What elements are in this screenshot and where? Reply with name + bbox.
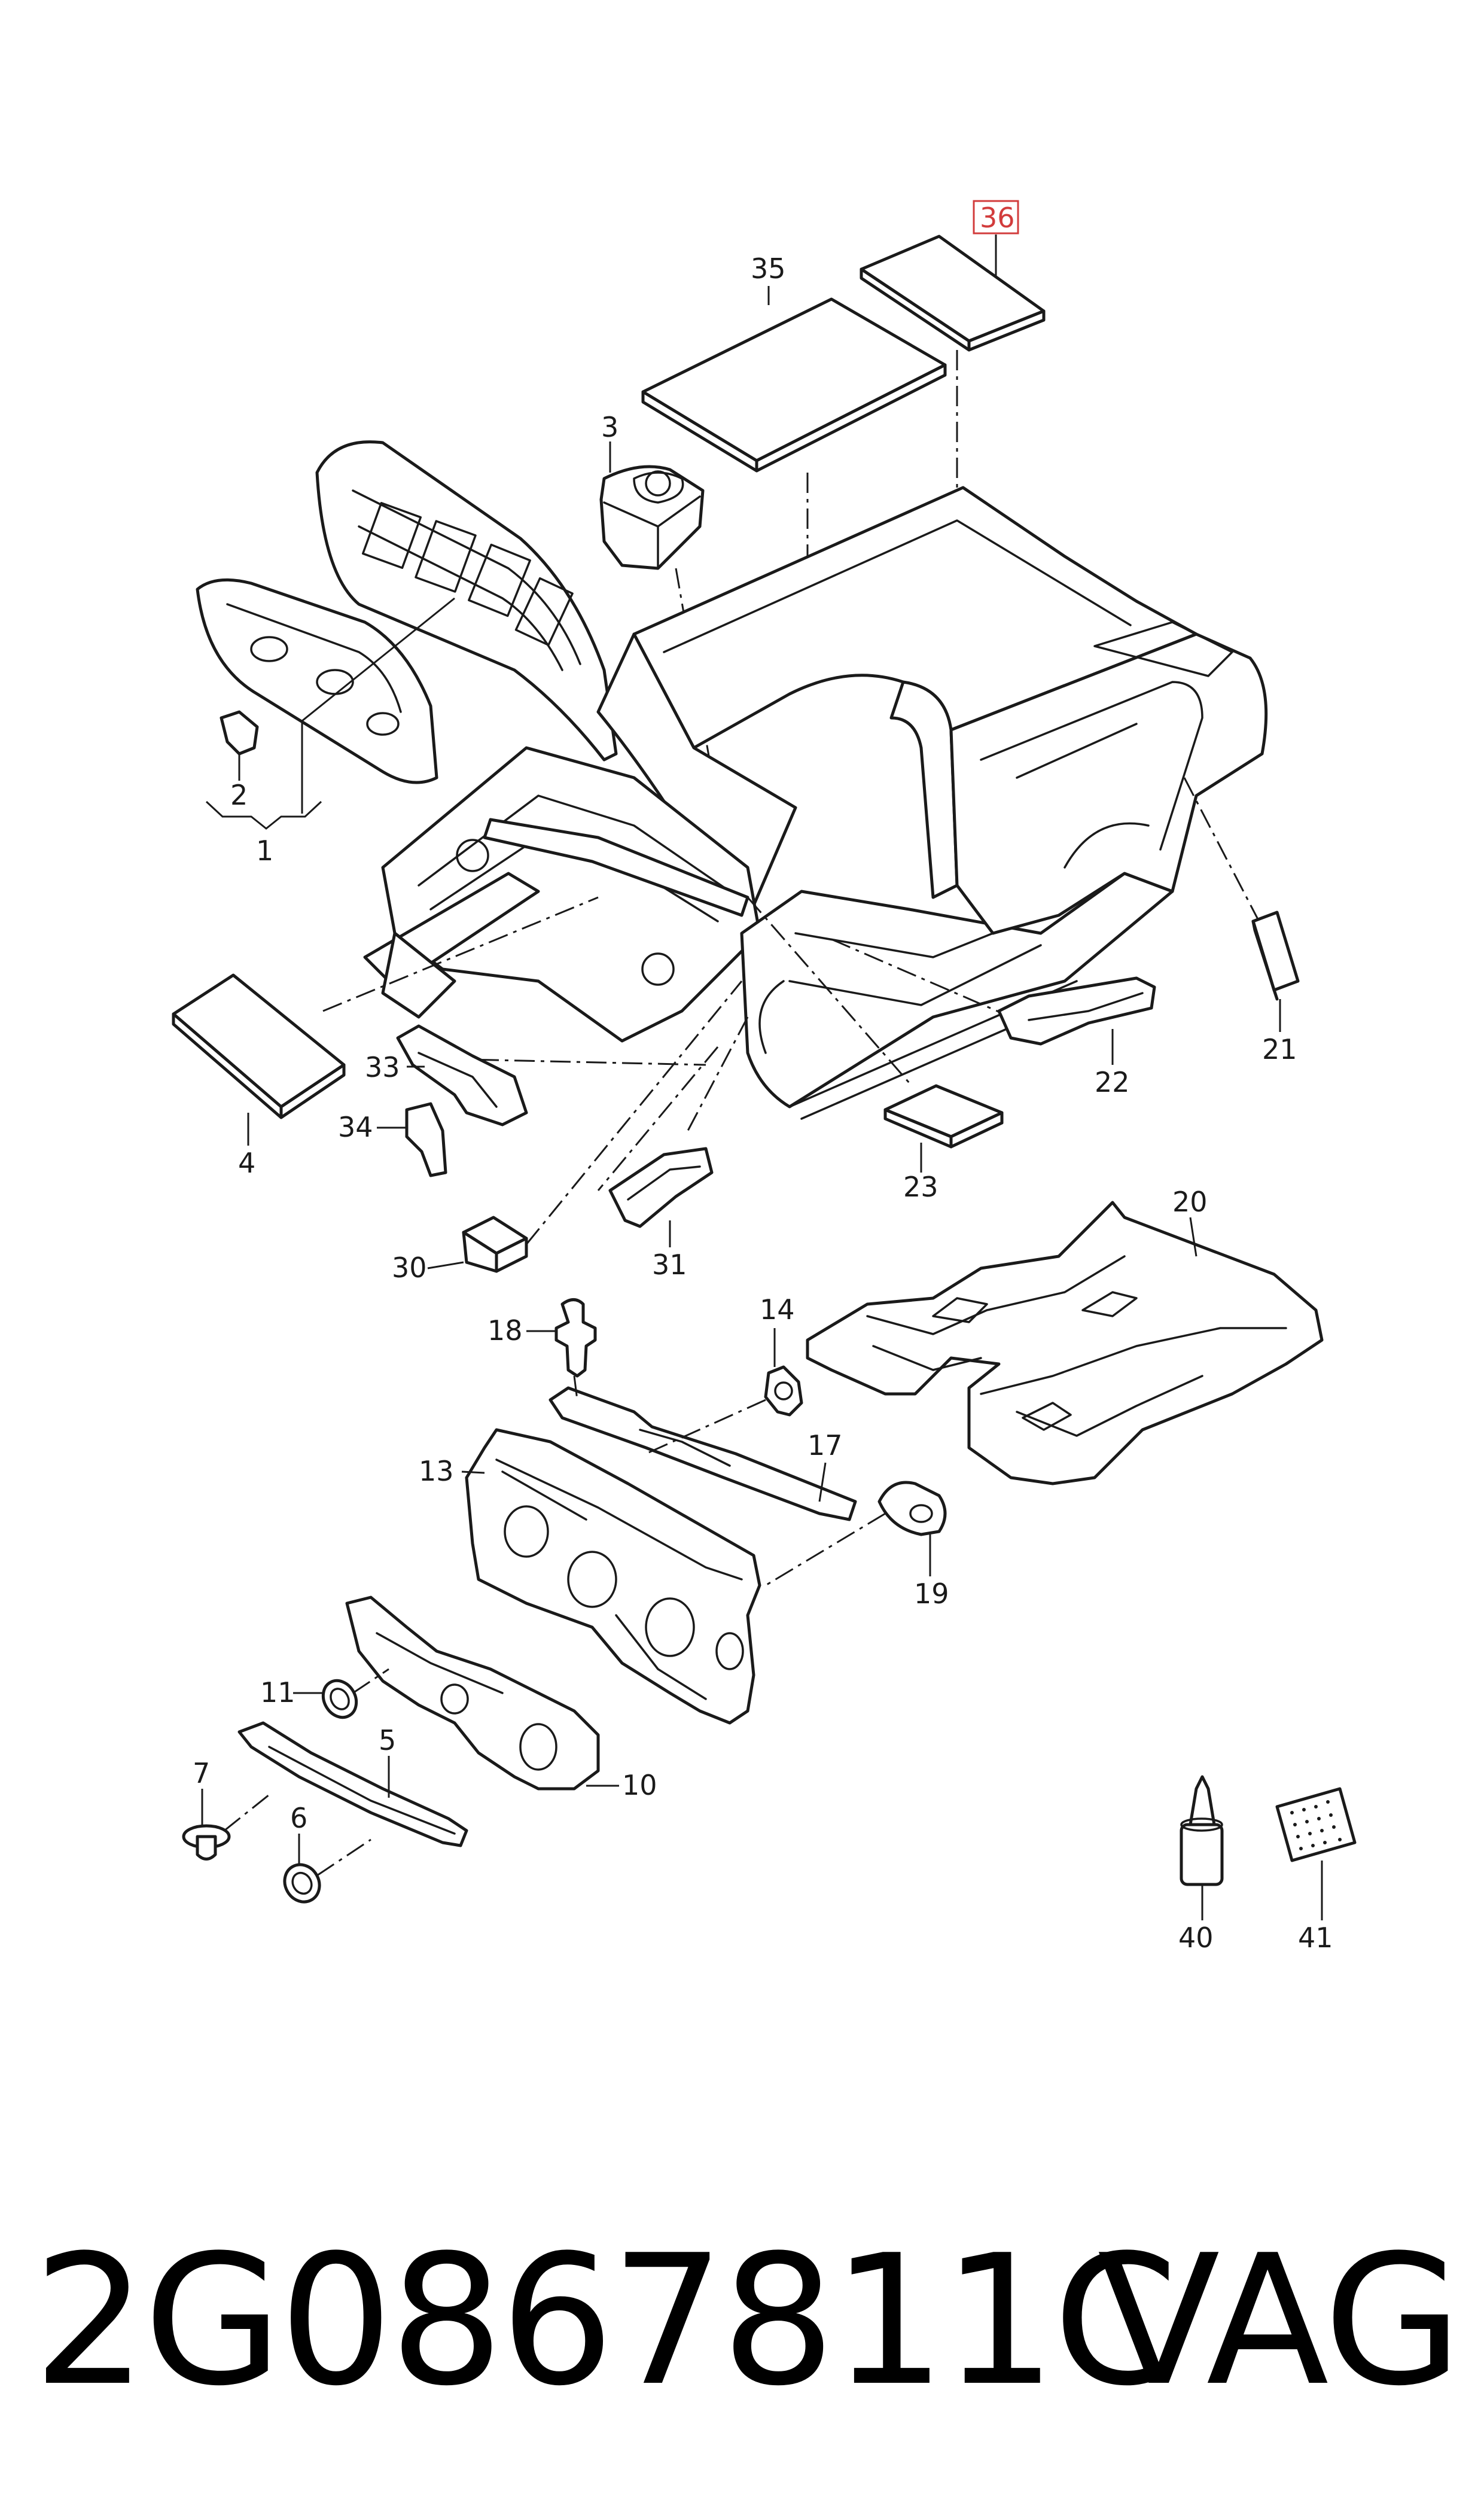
- part-40-bottle: [1180, 1775, 1224, 1886]
- callout-7: 7: [193, 1757, 210, 1789]
- callout-20: 20: [1172, 1186, 1208, 1218]
- callout-1: 1: [256, 835, 273, 867]
- callout-17: 17: [807, 1429, 843, 1462]
- part-13-bulkhead-insulation: [465, 1428, 761, 1725]
- part-19-plug: [877, 1481, 947, 1536]
- callout-4: 4: [238, 1147, 255, 1179]
- part-4-pad: [172, 973, 346, 1119]
- part-31-insulator: [608, 1147, 714, 1228]
- callout-3: 3: [601, 411, 618, 443]
- part-1-hood-insulation: [196, 578, 438, 784]
- callout-18: 18: [487, 1314, 523, 1347]
- part-5-strip: [237, 1721, 468, 1847]
- callout-34: 34: [338, 1111, 373, 1143]
- brand-name: VAG: [1097, 2216, 1462, 2425]
- callout-13: 13: [419, 1455, 454, 1487]
- part-14-grommet: [764, 1365, 803, 1417]
- callout-2: 2: [230, 779, 248, 811]
- part-41-pad: [1275, 1787, 1357, 1862]
- callout-10: 10: [622, 1769, 657, 1801]
- callout-31: 31: [652, 1249, 687, 1281]
- callout-36-highlight-box: [973, 200, 1019, 235]
- part-10-dash-insulation: [345, 1596, 600, 1791]
- hood-panel: [315, 440, 618, 762]
- part-20-carpet: [806, 1201, 1324, 1485]
- part-3-box: [599, 465, 705, 570]
- part-21-pad: [1251, 911, 1300, 1001]
- callout-41: 41: [1298, 1922, 1333, 1954]
- part-36-mat: [860, 235, 1046, 352]
- callout-19: 19: [914, 1578, 949, 1610]
- footer: 2G0867811C VAG: [0, 2166, 1484, 2477]
- part-33-insulator: [396, 1024, 528, 1126]
- part-11-grommet: [321, 1679, 358, 1719]
- bracket-1: [205, 800, 322, 830]
- callout-40: 40: [1178, 1922, 1214, 1954]
- callout-30: 30: [392, 1252, 427, 1284]
- part-30-block: [462, 1216, 528, 1273]
- car-body-shell: [363, 486, 1268, 1120]
- callout-22: 22: [1095, 1066, 1130, 1098]
- callout-11: 11: [260, 1676, 295, 1709]
- part-34-insulator: [405, 1102, 447, 1177]
- part-22-insulator: [997, 976, 1156, 1046]
- callout-36: 36: [980, 202, 1015, 234]
- callout-21: 21: [1262, 1033, 1297, 1065]
- part-17-strip: [548, 1386, 857, 1521]
- callout-23: 23: [903, 1171, 938, 1203]
- part-number: 2G0867811C: [33, 2216, 1178, 2425]
- part-7-bolt: [182, 1824, 231, 1861]
- part-6-grommet: [283, 1863, 321, 1904]
- part-2-clip: [220, 710, 259, 756]
- callout-14: 14: [760, 1293, 795, 1326]
- part-23-pad: [883, 1084, 1004, 1149]
- callout-6: 6: [290, 1802, 307, 1834]
- callout-35: 35: [751, 252, 786, 285]
- part-18-clip: [554, 1298, 597, 1378]
- callout-5: 5: [379, 1724, 396, 1756]
- callout-33: 33: [365, 1051, 400, 1083]
- part-35-mat: [641, 297, 947, 473]
- parts-diagram: 36 35 3 2 1 4 33 34 30 31 23 22 21 20 18…: [172, 200, 1357, 1954]
